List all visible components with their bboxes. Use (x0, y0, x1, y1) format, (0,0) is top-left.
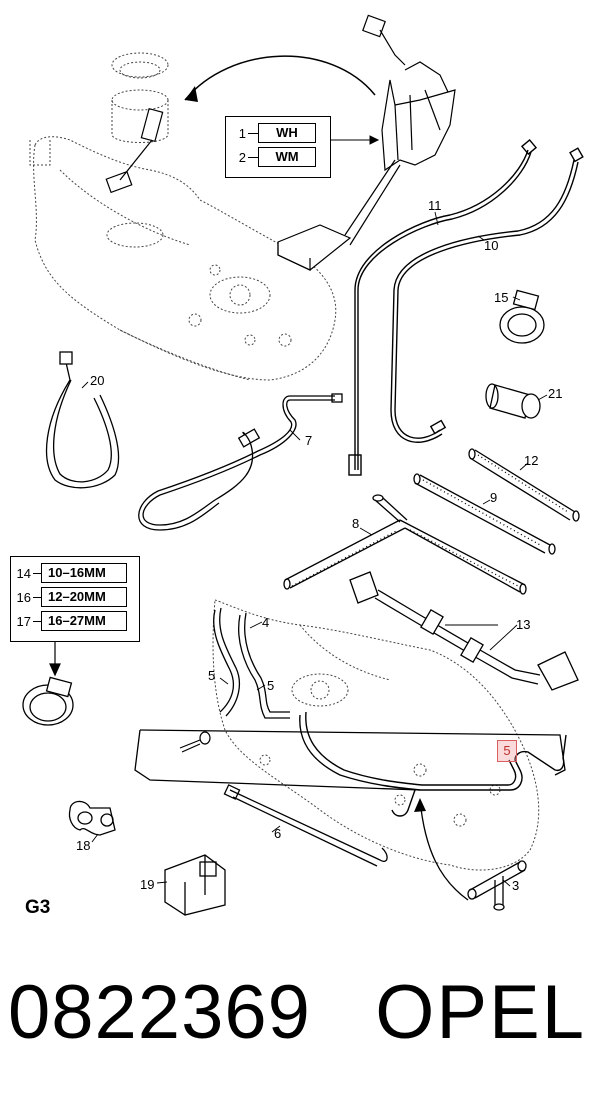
wire-code-label: WH (258, 123, 316, 143)
part-number: 0822369 (8, 970, 311, 1055)
wire-code-row-2: 2 WM (226, 146, 330, 168)
clamp-size-row: 17 16–27MM (11, 610, 139, 632)
pipe-7 (138, 393, 343, 531)
pipe-6 (134, 729, 566, 867)
sleeve-21 (485, 383, 541, 419)
wire-code-row-1: 1 WH (226, 122, 330, 144)
bracket-19 (164, 854, 226, 916)
fuel-line-10 (390, 147, 584, 443)
pipe-4 (238, 612, 290, 719)
clamp-size-label: 10–16MM (41, 563, 127, 583)
callout-9: 9 (490, 490, 497, 505)
hose-12 (468, 448, 580, 522)
t-hose-8 (283, 494, 527, 595)
lower-fuel-tank (212, 599, 540, 871)
tank-sender-unit (105, 107, 164, 194)
parts-diagram: 11 10 15 21 20 7 12 9 8 13 4 5 5 6 18 19… (22, 14, 584, 916)
wire-code-num: 2 (238, 149, 246, 165)
clamp-box-arrow (49, 640, 61, 677)
callout-6: 6 (274, 826, 281, 841)
clamp-size-num: 17 (16, 613, 31, 629)
pipe-5-main (299, 711, 567, 817)
leader-tick (33, 596, 41, 598)
wire-code-label: WM (258, 147, 316, 167)
hose-13 (349, 571, 579, 691)
clamp-15 (499, 289, 545, 344)
clamp-size-row: 14 10–16MM (11, 562, 139, 584)
callout-8: 8 (352, 516, 359, 531)
wire-code-box: 1 WH 2 WM (225, 116, 331, 178)
callout-labels: 11 10 15 21 20 7 12 9 8 13 4 5 5 6 18 19… (76, 198, 562, 893)
callout-10: 10 (484, 238, 498, 253)
clamp-size-num: 14 (16, 565, 31, 581)
leader-tick (248, 132, 258, 134)
wire-box-leaders (330, 135, 380, 145)
install-arrow-head (185, 86, 198, 102)
highlighted-callout-5[interactable]: 5 (497, 740, 517, 762)
hose-clamp-14-16-17 (22, 676, 74, 726)
arrow-3-head (414, 798, 426, 812)
hose-9 (413, 473, 556, 555)
leader-tick (33, 572, 41, 574)
callout-21: 21 (548, 386, 562, 401)
callout-4: 4 (262, 615, 269, 630)
clip-18 (68, 800, 116, 836)
fuel-line-11 (348, 138, 538, 476)
t-fitting-3 (467, 860, 527, 911)
leader-lines (81, 211, 548, 887)
callout-18: 18 (76, 838, 90, 853)
callout-3: 3 (512, 878, 519, 893)
callout-12: 12 (524, 453, 538, 468)
upper-fuel-tank (29, 52, 337, 381)
leader-tick (248, 156, 258, 158)
clamp-size-box: 14 10–16MM 16 12–20MM 17 16–27MM (10, 556, 140, 642)
clamp-size-row: 16 12–20MM (11, 586, 139, 608)
clamp-size-label: 12–20MM (41, 587, 127, 607)
callout-5-left: 5 (208, 668, 215, 683)
callout-5-mid: 5 (267, 678, 274, 693)
leader-tick (33, 620, 41, 622)
callout-11: 11 (428, 198, 442, 213)
arrow-3-to-5 (419, 799, 469, 901)
fuel-sender-module (277, 14, 456, 271)
callout-7: 7 (305, 433, 312, 448)
bolt (179, 731, 211, 753)
strap-20 (45, 351, 120, 489)
callout-15: 15 (494, 290, 508, 305)
diagram-id: G3 (25, 897, 51, 918)
clamp-size-label: 16–27MM (41, 611, 127, 631)
callout-20: 20 (90, 373, 104, 388)
brand-name: OPEL (375, 970, 586, 1055)
install-arrow (184, 55, 376, 101)
callout-19: 19 (140, 877, 154, 892)
clamp-size-num: 16 (16, 589, 31, 605)
wire-code-num: 1 (238, 125, 246, 141)
pipe-5-left (213, 607, 240, 717)
callout-13: 13 (516, 617, 530, 632)
